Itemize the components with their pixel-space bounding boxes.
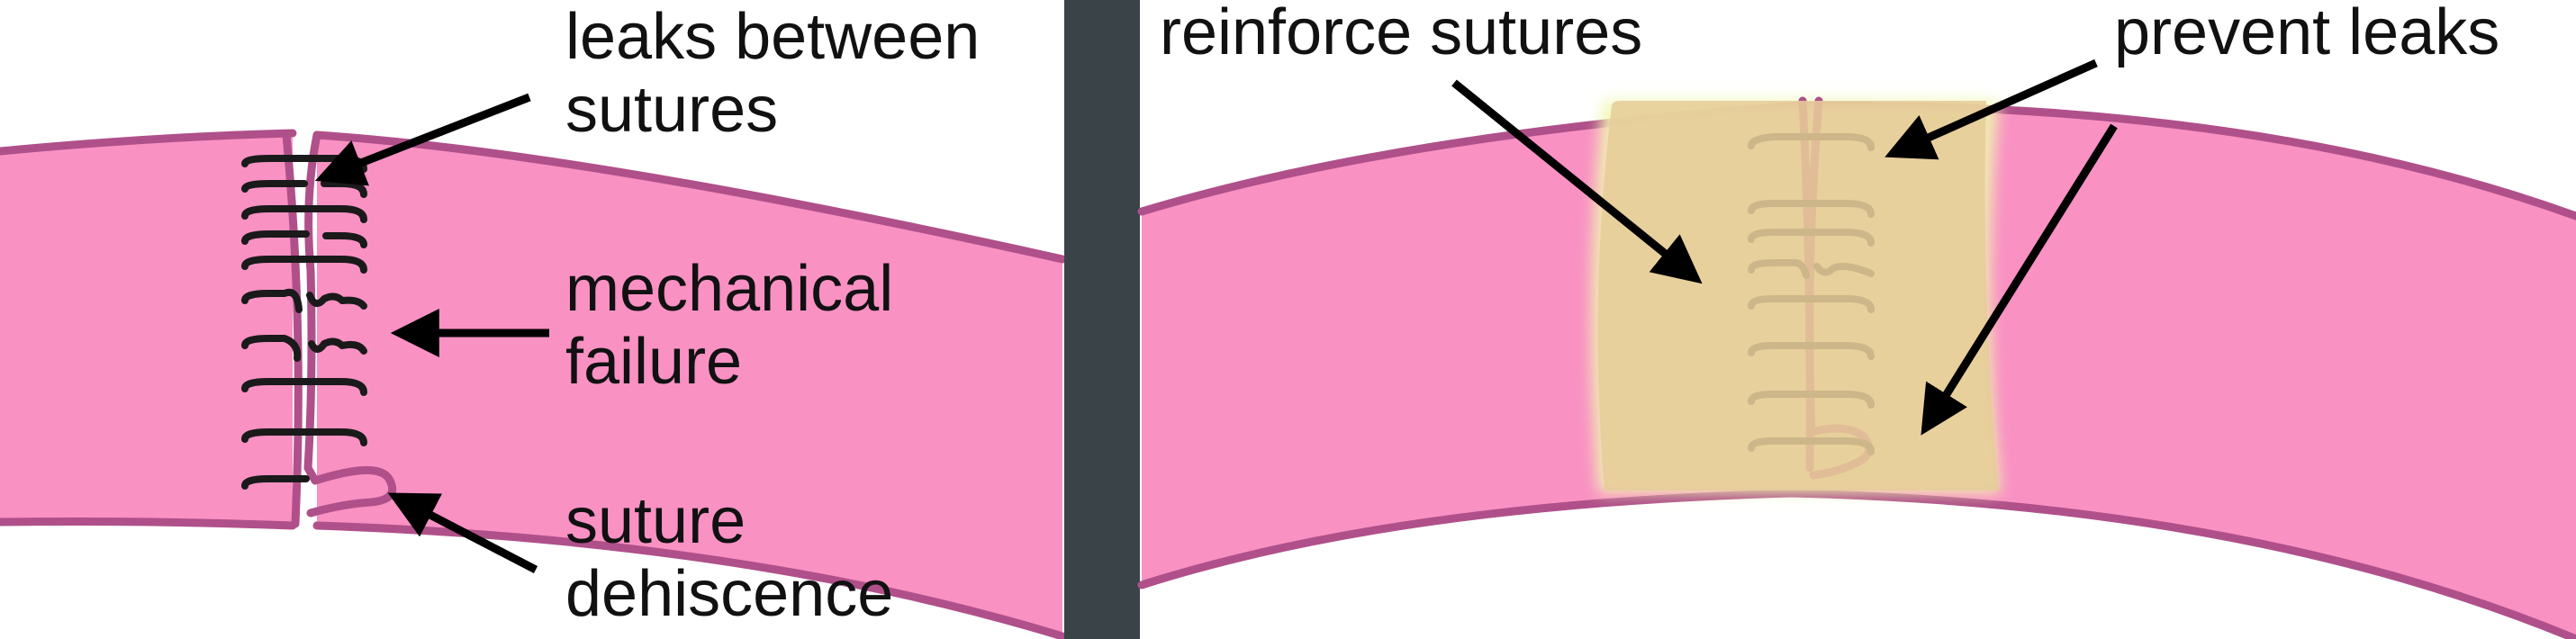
vessel-bottom-edge — [1137, 489, 2576, 639]
left-panel: leaks between sutures mechanical failure… — [0, 1, 1067, 639]
vessel-left-bottom-edge — [0, 518, 297, 530]
label-leaks-between-line1: leaks between — [565, 1, 980, 73]
panel-divider — [1064, 0, 1140, 639]
arrow-reinforce — [1451, 79, 1703, 284]
arrow-prevent-top — [1885, 58, 2098, 160]
vessel-left-top-edge — [0, 129, 297, 156]
vessel-right-cut-edge — [303, 130, 397, 518]
label-suture-dehiscence-line1: suture — [565, 485, 746, 557]
label-suture-dehiscence-line2: dehiscence — [565, 558, 893, 630]
vessel-left-segment — [0, 133, 293, 526]
label-prevent-leaks: prevent leaks — [2114, 0, 2499, 68]
label-mechanical-failure-line2: failure — [565, 326, 742, 398]
arrow-leaks — [314, 93, 531, 186]
label-mechanical-failure-line1: mechanical — [565, 253, 893, 325]
right-panel: reinforce sutures prevent leaks — [1137, 0, 2576, 639]
sealant-patch — [1597, 101, 1999, 490]
label-reinforce-sutures: reinforce sutures — [1160, 0, 1642, 68]
arrow-dehiscence — [387, 492, 538, 573]
vessel-right-top-edge — [312, 130, 1067, 264]
label-leaks-between-line2: sutures — [565, 74, 778, 146]
vessel-right-segment — [317, 135, 1062, 636]
sutures-left — [241, 155, 367, 490]
arrow-prevent-bottom — [1921, 123, 2118, 436]
